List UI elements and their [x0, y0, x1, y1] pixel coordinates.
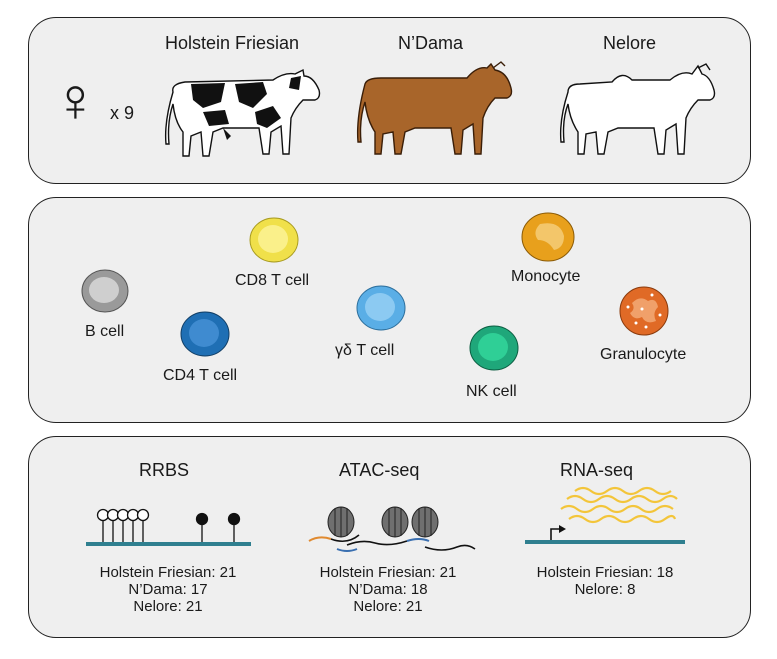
cell-label-monocyte: Monocyte — [511, 268, 581, 285]
gamma-delta-t-cell-icon — [356, 285, 406, 331]
holstein-cow-icon — [164, 68, 321, 157]
assays-panel — [28, 436, 751, 638]
atac-count-ndama: N’Dama: 18 — [348, 581, 428, 598]
atac-seq-nucleosome-icon — [308, 506, 476, 552]
cell-label-nk-cell: NK cell — [466, 383, 517, 400]
cell-label-cd8-t-cell: CD8 T cell — [235, 272, 310, 289]
rna-seq-sample-counts: Holstein Friesian: 18 Nelore: 8 — [525, 564, 685, 598]
cell-label-granulocyte: Granulocyte — [600, 346, 687, 363]
assay-title-rrbs: RRBS — [139, 460, 190, 480]
rna-seq-transcripts-icon — [525, 486, 685, 544]
atac-count-holstein: Holstein Friesian: 21 — [319, 564, 457, 581]
rrbs-count-nelore: Nelore: 21 — [133, 598, 203, 615]
breed-label-nelore: Nelore — [603, 33, 657, 53]
rrbs-count-ndama: N’Dama: 17 — [128, 581, 208, 598]
atac-seq-sample-counts: Holstein Friesian: 21 N’Dama: 18 Nelore:… — [308, 564, 468, 615]
cell-label-cd4-t-cell: CD4 T cell — [163, 367, 238, 384]
cell-label-b-cell: B cell — [85, 323, 125, 340]
cell-label-gamma-delta-t-cell: γδ T cell — [335, 342, 395, 359]
monocyte-icon — [521, 212, 575, 262]
granulocyte-icon — [619, 286, 669, 336]
rna-count-nelore: Nelore: 8 — [574, 581, 636, 598]
nelore-cow-icon — [559, 63, 716, 155]
rna-count-holstein: Holstein Friesian: 18 — [536, 564, 674, 581]
assay-title-rna-seq: RNA-seq — [560, 460, 634, 480]
rrbs-methylation-icon — [86, 508, 251, 546]
breed-label-holstein: Holstein Friesian — [165, 33, 300, 53]
assay-title-atac-seq: ATAC-seq — [339, 460, 420, 480]
b-cell-icon — [81, 269, 129, 313]
female-symbol-icon: ♀ — [52, 66, 99, 135]
cd4-t-cell-icon — [180, 311, 230, 357]
rrbs-count-holstein: Holstein Friesian: 21 — [99, 564, 237, 581]
atac-count-nelore: Nelore: 21 — [353, 598, 423, 615]
rrbs-sample-counts: Holstein Friesian: 21 N’Dama: 17 Nelore:… — [88, 564, 248, 615]
nk-cell-icon — [469, 325, 519, 371]
cd8-t-cell-icon — [249, 217, 299, 263]
animal-count-label: x 9 — [110, 103, 135, 123]
breed-label-ndama: N’Dama — [398, 33, 464, 53]
ndama-cow-icon — [356, 61, 513, 155]
